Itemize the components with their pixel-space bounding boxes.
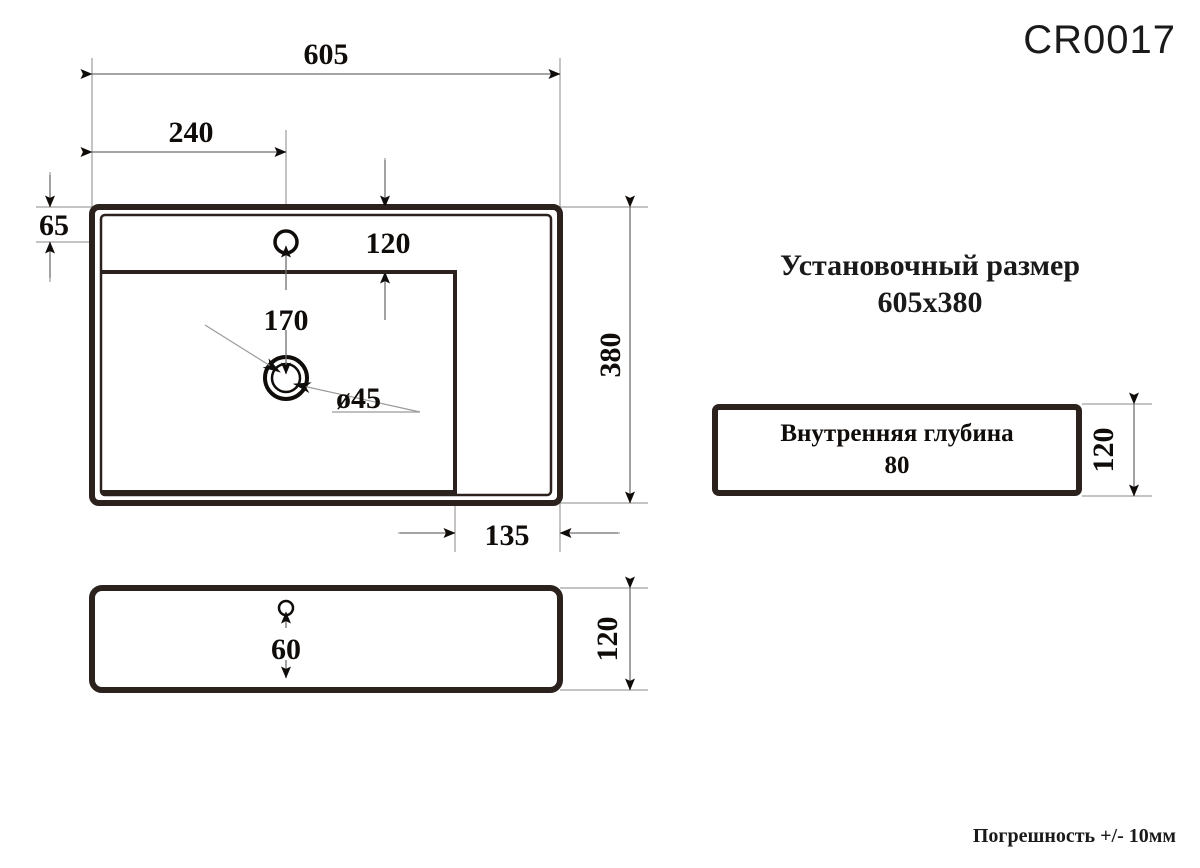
inner-depth-title: Внутренняя глубина: [780, 420, 1014, 447]
dimension-side-120-label: 120: [591, 617, 624, 662]
dimension-overall-width: 605: [80, 38, 561, 79]
dimension-faucet-from-left: 240: [80, 116, 287, 157]
tolerance-note: Погрешность +/- 10мм: [972, 825, 1176, 847]
install-size-value: 605x380: [877, 285, 983, 319]
dimension-60-label: 60: [271, 633, 301, 666]
inner-depth-value: 80: [884, 452, 910, 479]
install-size-note: Установочный размер 605x380: [700, 248, 1160, 321]
dimension-240-label: 240: [169, 116, 214, 149]
dimension-depth-box-height: 120: [1087, 392, 1139, 497]
side-view: 60 120: [89, 576, 635, 693]
dimension-drain-diameter: ø45: [204, 324, 421, 415]
sink-outer-rim: [89, 204, 563, 506]
sink-rim-inner-edge: [99, 213, 553, 497]
dimension-380-label: 380: [594, 333, 627, 378]
dimension-605-label: 605: [304, 38, 349, 71]
dimension-65-label: 65: [39, 209, 69, 242]
dimension-faucet-from-back: 65: [39, 175, 69, 278]
dimension-basin-right-offset: 135: [400, 519, 618, 552]
dimension-120-top-label: 120: [366, 227, 411, 260]
inner-depth-box: Внутренняя глубина 80: [712, 404, 1082, 496]
product-code-label: CR0017: [1023, 18, 1176, 62]
dimension-overall-depth: 380: [594, 195, 635, 504]
dimension-rim-to-basin: 120: [366, 160, 411, 320]
install-size-title: Установочный размер: [779, 249, 1081, 282]
sink-basin-outline: [101, 270, 457, 494]
side-view-body: [89, 585, 563, 693]
dimension-d45-label: ø45: [336, 382, 381, 415]
dimension-faucet-to-drain: 170: [264, 245, 309, 375]
dimension-170-label: 170: [264, 304, 309, 337]
dimension-135-label: 135: [485, 519, 530, 552]
top-view-basin: [89, 204, 563, 506]
dimension-depth-120-label: 120: [1087, 428, 1120, 473]
